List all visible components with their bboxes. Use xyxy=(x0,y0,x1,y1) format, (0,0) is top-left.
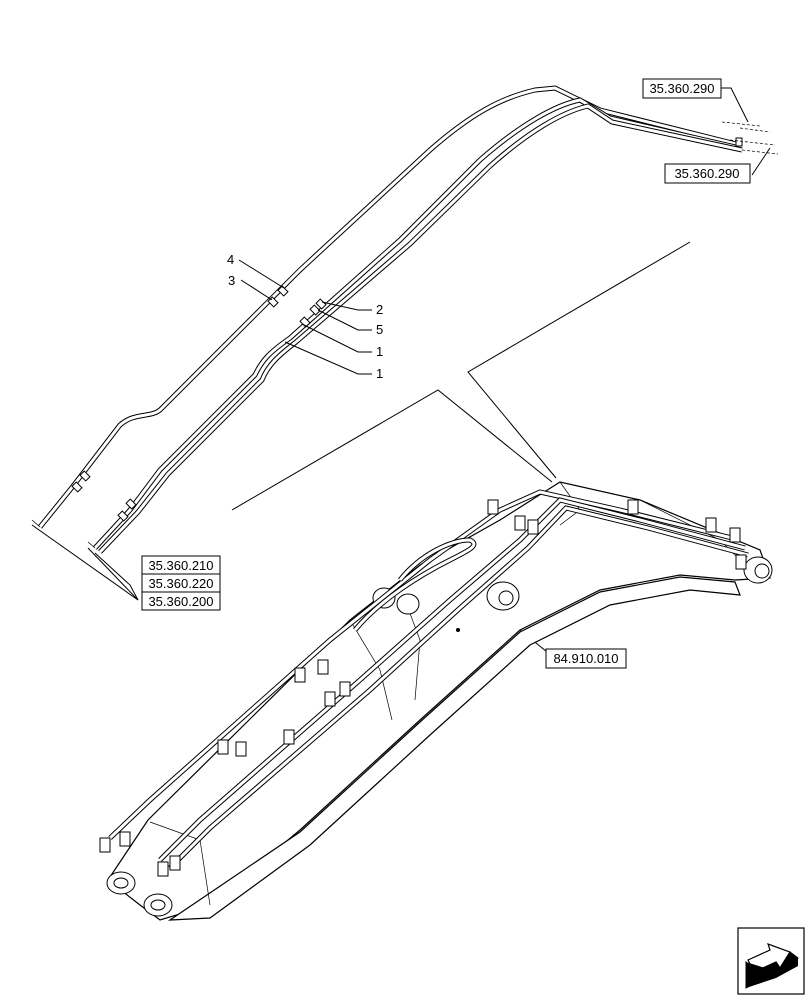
hydraulic-pipes xyxy=(31,85,779,554)
ref-label-left-1: 35.360.210 xyxy=(148,558,213,573)
ref-label-boom: 84.910.010 xyxy=(553,651,618,666)
callout-5: 5 xyxy=(376,322,383,337)
boom-assembly xyxy=(99,481,773,921)
callout-1a: 1 xyxy=(376,344,383,359)
ref-label-top-upper: 35.360.290 xyxy=(649,81,714,96)
ref-box-left-2[interactable]: 35.360.220 xyxy=(141,573,221,593)
navigate-arrow-icon[interactable] xyxy=(737,927,805,995)
callout-1b: 1 xyxy=(376,366,383,381)
ref-box-top-upper[interactable]: 35.360.290 xyxy=(642,78,722,99)
ref-box-left-1[interactable]: 35.360.210 xyxy=(141,555,221,575)
ref-box-left-3[interactable]: 35.360.200 xyxy=(141,591,221,611)
ref-box-top-lower[interactable]: 35.360.290 xyxy=(664,163,751,184)
callout-leaders xyxy=(31,87,771,657)
ref-label-left-3: 35.360.200 xyxy=(148,594,213,609)
callout-4: 4 xyxy=(227,252,234,267)
callouts: 4 3 2 5 1 1 xyxy=(227,252,383,381)
ref-label-left-2: 35.360.220 xyxy=(148,576,213,591)
ref-label-top-lower: 35.360.290 xyxy=(674,166,739,181)
ref-box-boom[interactable]: 84.910.010 xyxy=(545,648,627,669)
callout-2: 2 xyxy=(376,302,383,317)
callout-3: 3 xyxy=(228,273,235,288)
